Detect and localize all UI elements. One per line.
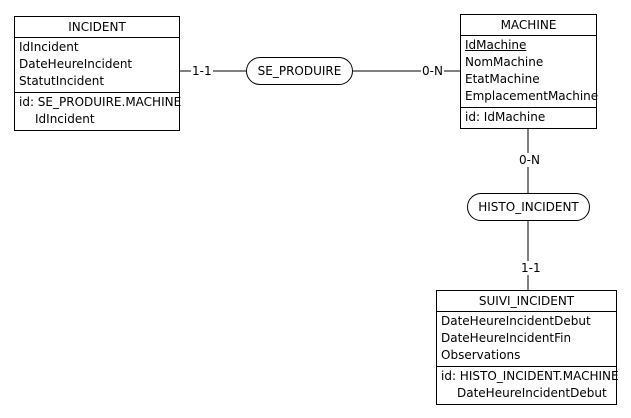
attribute-dateheureincidentdebut: DateHeureIncidentDebut [441,314,591,328]
cardinality-incident-se-produire: 1-1 [191,64,213,78]
entity-suivi-incident-identifier: id: HISTO_INCIDENT.MACHINE DateHeureInci… [437,366,619,404]
entity-suivi-incident-attributes: DateHeureIncidentDebut DateHeureIncident… [437,312,616,366]
entity-incident-title: INCIDENT [15,17,179,38]
relationship-histo-incident[interactable]: HISTO_INCIDENT [467,193,590,221]
entity-machine-title: MACHINE [461,15,596,36]
attribute-observations: Observations [441,348,521,362]
cardinality-suivi-histo-incident: 1-1 [520,261,542,275]
entity-suivi-incident[interactable]: SUIVI_INCIDENT DateHeureIncidentDebut Da… [436,290,619,405]
cardinality-machine-histo-incident: 0-N [518,153,541,167]
identifier-line-2: IdIncident [35,112,95,126]
attribute-nommachine: NomMachine [465,55,544,69]
attribute-emplacementmachine: EmplacementMachine [465,89,599,103]
entity-machine-attributes: IdMachine NomMachine EtatMachine Emplace… [461,36,599,107]
entity-machine[interactable]: MACHINE IdMachine NomMachine EtatMachine… [460,14,599,129]
relationship-se-produire[interactable]: SE_PRODUIRE [246,57,353,85]
attribute-idincident: IdIncident [19,40,79,54]
entity-machine-identifier: id: IdMachine [461,107,596,128]
attribute-dateheureincidentfin: DateHeureIncidentFin [441,331,572,345]
attribute-dateheureincident: DateHeureIncident [19,57,133,71]
entity-incident-attributes: IdIncident DateHeureIncident StatutIncid… [15,38,179,92]
entity-suivi-incident-title: SUIVI_INCIDENT [437,291,616,312]
attribute-idmachine: IdMachine [465,38,527,52]
identifier-line-1: id: IdMachine [465,110,546,124]
attribute-statutincident: StatutIncident [19,74,105,88]
identifier-line-1: id: HISTO_INCIDENT.MACHINE [441,369,619,383]
entity-incident-identifier: id: SE_PRODUIRE.MACHINE IdIncident [15,92,182,130]
entity-incident[interactable]: INCIDENT IdIncident DateHeureIncident St… [14,16,182,131]
identifier-line-2: DateHeureIncidentDebut [457,386,607,400]
cardinality-machine-se-produire: 0-N [421,64,444,78]
identifier-line-1: id: SE_PRODUIRE.MACHINE [19,95,182,109]
attribute-etatmachine: EtatMachine [465,72,540,86]
